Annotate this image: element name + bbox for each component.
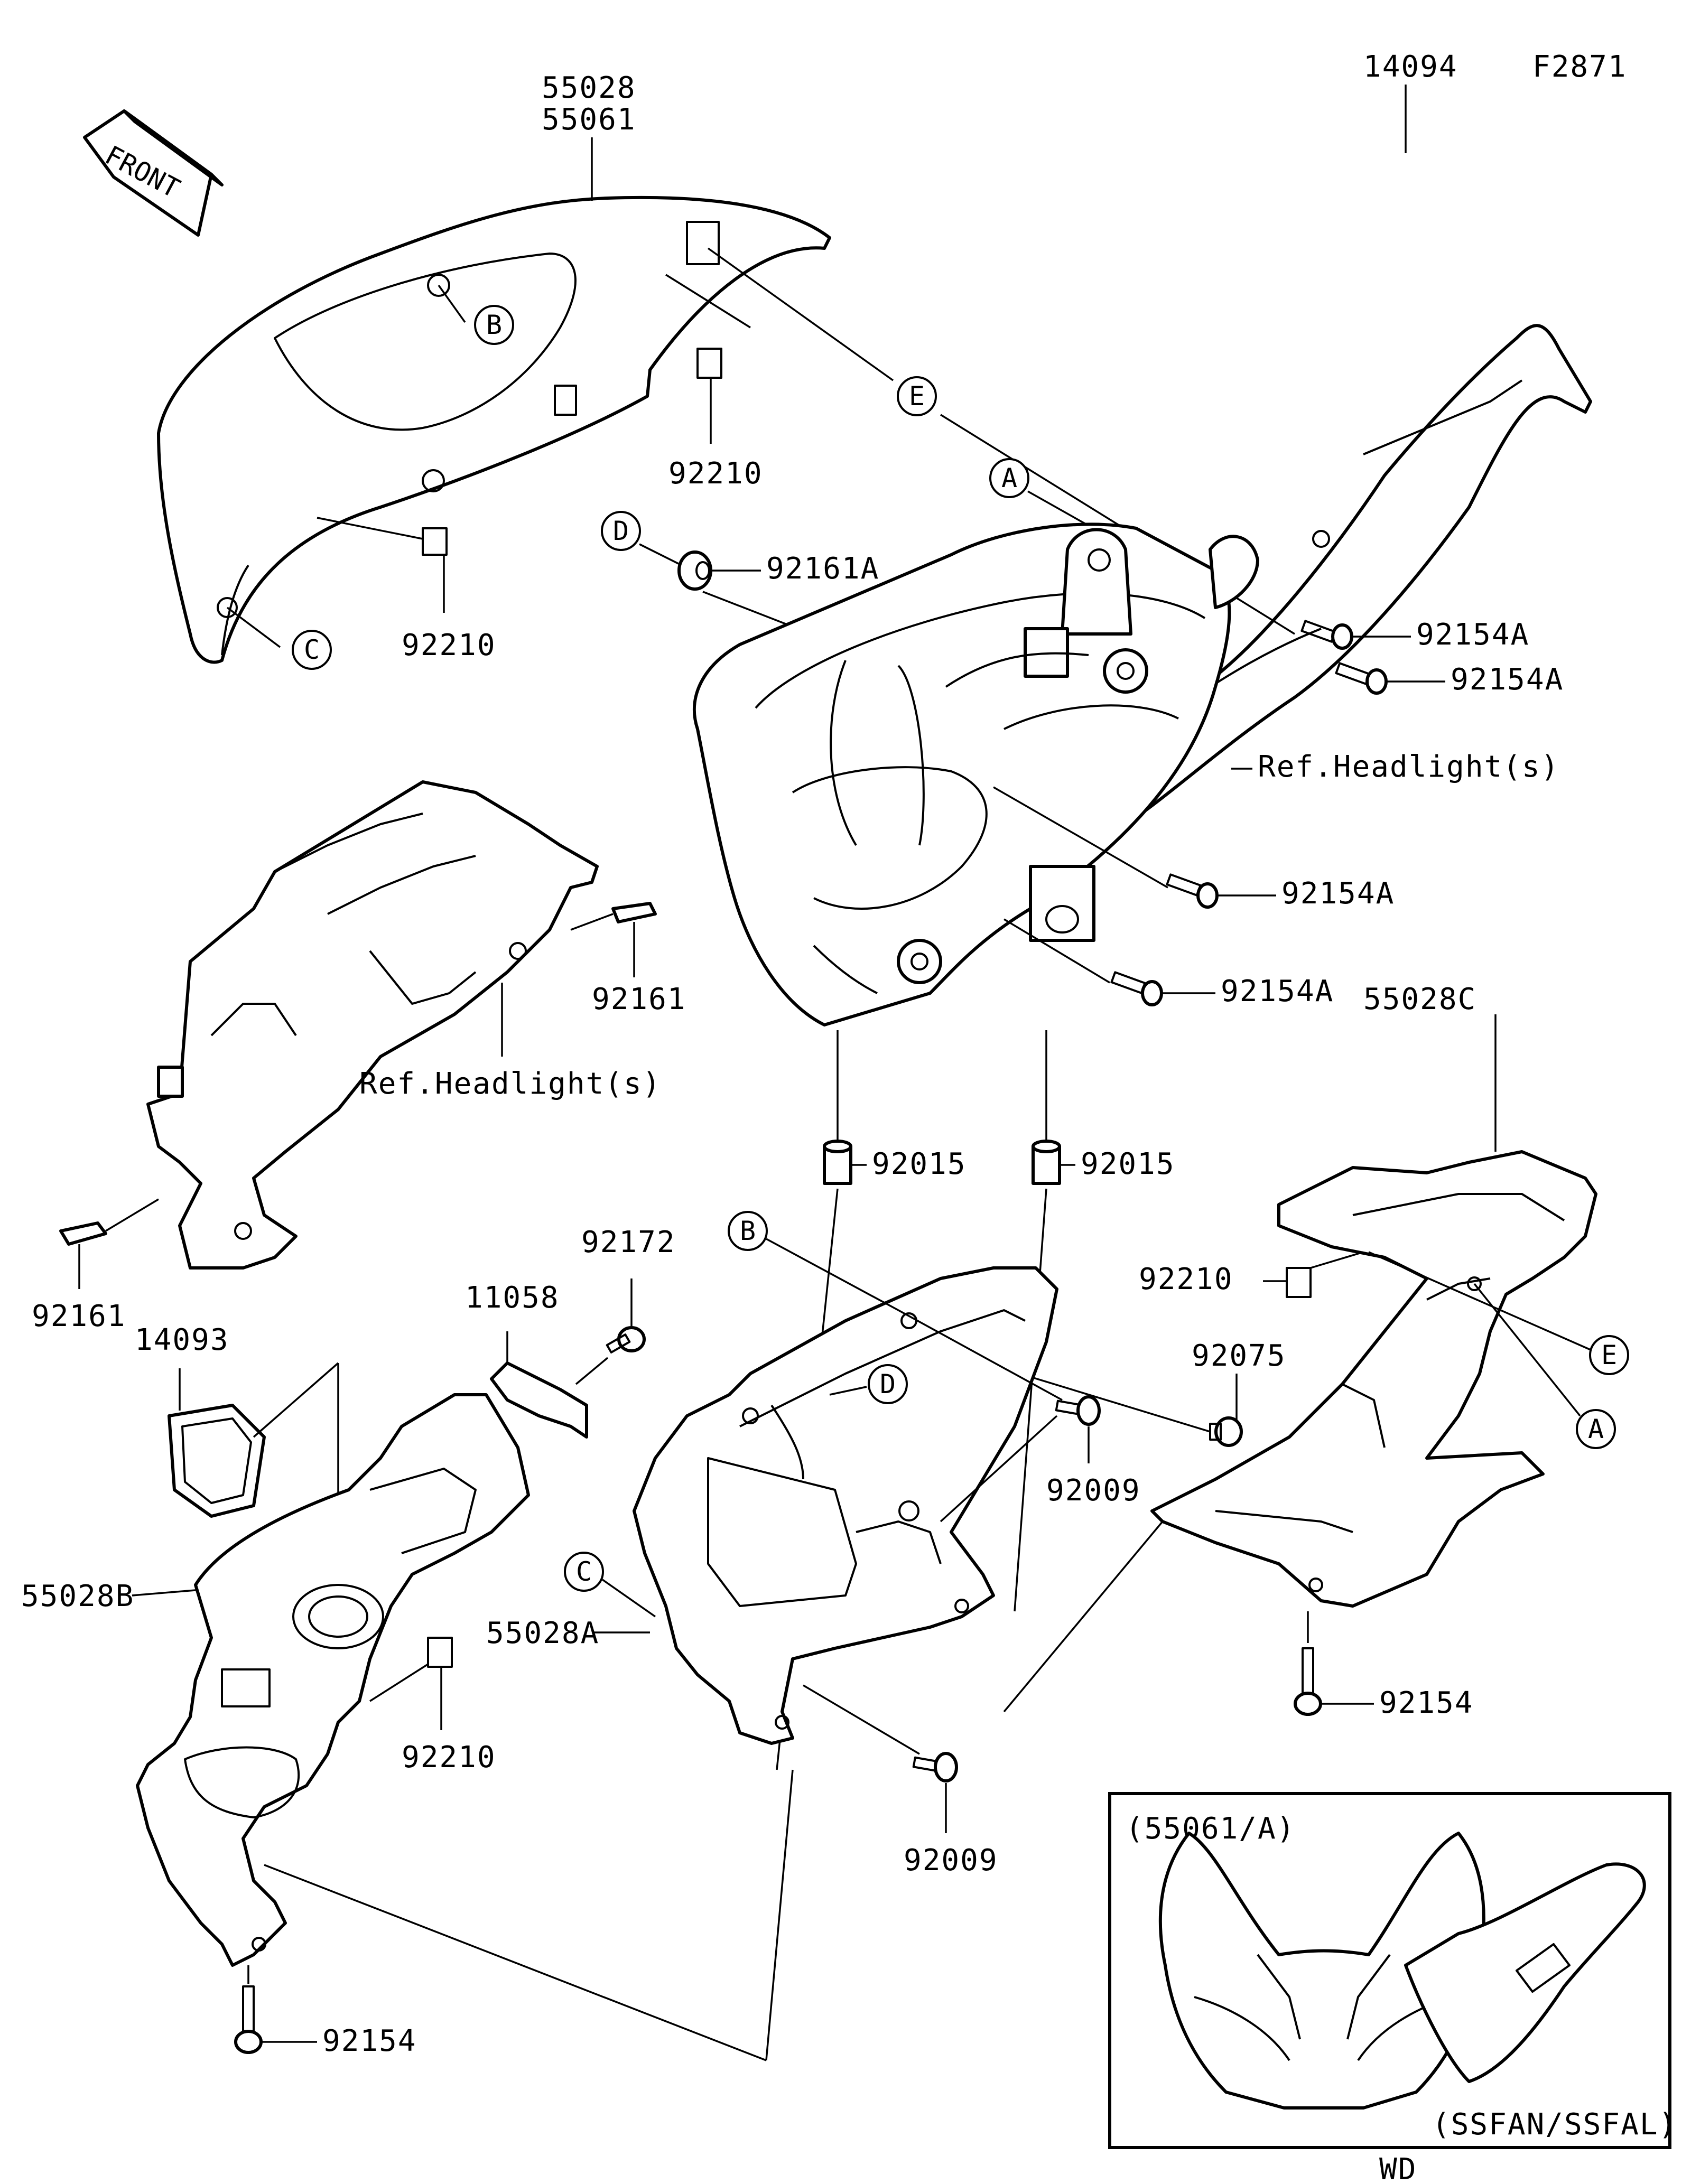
callout-a-2: A — [1576, 1409, 1616, 1449]
label-92075: 92075 — [1192, 1339, 1286, 1373]
variant-inset: (55061/A) (SSFAN/SSFAL) — [1108, 1792, 1677, 2149]
clip-92161-2 — [59, 1221, 107, 1246]
label-92154a-4: 92154A — [1221, 974, 1334, 1009]
callout-c-2: C — [564, 1552, 604, 1592]
label-92172: 92172 — [581, 1225, 676, 1259]
svg-text:A: A — [1588, 1414, 1604, 1444]
label-92154a-1: 92154A — [1416, 618, 1529, 652]
svg-text:D: D — [880, 1369, 896, 1399]
inset-upper-cowl — [1158, 1832, 1485, 2110]
label-92210-c: 92210 — [1139, 1262, 1233, 1296]
callout-e-1: E — [897, 376, 937, 416]
figure-code: F2871 — [1532, 50, 1627, 84]
svg-text:A: A — [1001, 463, 1017, 493]
bolt-92154a-1 — [1300, 620, 1353, 650]
label-ref-headlight-2: Ref.Headlight(s) — [359, 1067, 661, 1101]
screw-92009-1 — [1055, 1395, 1101, 1426]
screw-92009-2 — [912, 1752, 958, 1782]
plug-92075 — [1209, 1416, 1243, 1447]
label-92009-1: 92009 — [1046, 1473, 1141, 1508]
label-92210-a: 92210 — [668, 456, 763, 491]
label-92015-1: 92015 — [872, 1147, 967, 1181]
label-92210-b: 92210 — [402, 628, 496, 662]
label-14093: 14093 — [135, 1323, 229, 1357]
callout-d-1: D — [601, 511, 641, 551]
clip-nut-92210-a — [696, 348, 722, 379]
callout-b-1: B — [474, 305, 514, 345]
label-14094: 14094 — [1363, 50, 1458, 84]
inset-bottom-label: (SSFAN/SSFAL) — [1432, 2107, 1677, 2142]
label-92210-d: 92210 — [402, 1740, 496, 1775]
label-11058: 11058 — [465, 1281, 560, 1315]
label-92154-2: 92154 — [1379, 1686, 1474, 1720]
label-92154a-3: 92154A — [1281, 876, 1395, 911]
bolt-92154-2 — [1294, 1647, 1322, 1716]
clip-nut-92210-b — [422, 527, 448, 556]
inset-top-label: (55061/A) — [1126, 1812, 1295, 1846]
label-92015-2: 92015 — [1081, 1147, 1175, 1181]
callout-d-2: D — [868, 1364, 908, 1404]
callout-c-1: C — [292, 630, 332, 670]
label-55061: 55061 — [542, 102, 636, 137]
bracket-11058-part — [490, 1361, 588, 1439]
clip-nut-92210-d — [427, 1637, 453, 1668]
side-cowl-55028c-part — [1150, 1150, 1597, 1608]
headlight-assembly-part — [692, 522, 1259, 1026]
svg-text:E: E — [1601, 1340, 1617, 1370]
label-55028b: 55028B — [21, 1579, 134, 1613]
bolt-92154-1 — [234, 1985, 263, 2054]
svg-text:B: B — [486, 310, 502, 340]
grommet-92015-2 — [1032, 1140, 1061, 1185]
label-55028: 55028 — [542, 71, 636, 105]
callout-b-2: B — [728, 1211, 768, 1251]
label-92154-1: 92154 — [322, 2024, 417, 2058]
side-cowl-55028b-part — [136, 1393, 530, 1967]
label-92161a: 92161A — [766, 552, 879, 586]
bolt-92154a-2 — [1335, 662, 1388, 695]
upper-cowl-part — [157, 195, 831, 664]
bolt-92154a-4 — [1110, 971, 1163, 1006]
callout-a-1: A — [989, 458, 1029, 498]
label-ref-headlight-1: Ref.Headlight(s) — [1258, 750, 1559, 784]
svg-text:E: E — [909, 381, 925, 412]
label-55028c: 55028C — [1363, 982, 1476, 1016]
svg-text:D: D — [613, 516, 629, 546]
seal-14093-part — [168, 1404, 266, 1518]
clip-nut-92210-c — [1286, 1267, 1312, 1298]
bolt-92154a-3 — [1166, 873, 1219, 909]
svg-text:C: C — [304, 634, 320, 665]
screw-92172 — [606, 1326, 646, 1354]
inner-cowl-55028a-part — [633, 1266, 1058, 1745]
footer-code: WD — [1379, 2152, 1417, 2184]
label-55028a: 55028A — [486, 1616, 599, 1650]
label-92154a-2: 92154A — [1451, 662, 1564, 697]
inset-side-cowl — [1404, 1862, 1646, 2083]
grommet-92015-1 — [823, 1140, 852, 1185]
label-92161-1: 92161 — [592, 982, 686, 1016]
grommet-92161a — [677, 550, 712, 591]
callout-e-2: E — [1589, 1335, 1629, 1375]
svg-text:B: B — [740, 1216, 756, 1246]
front-arrow-icon: FRONT — [83, 109, 224, 237]
headlight-bracket-part — [146, 780, 599, 1270]
label-92009-2: 92009 — [904, 1843, 998, 1878]
label-92161-2: 92161 — [32, 1299, 126, 1333]
svg-text:C: C — [576, 1556, 592, 1587]
clip-92161-1 — [611, 902, 657, 923]
